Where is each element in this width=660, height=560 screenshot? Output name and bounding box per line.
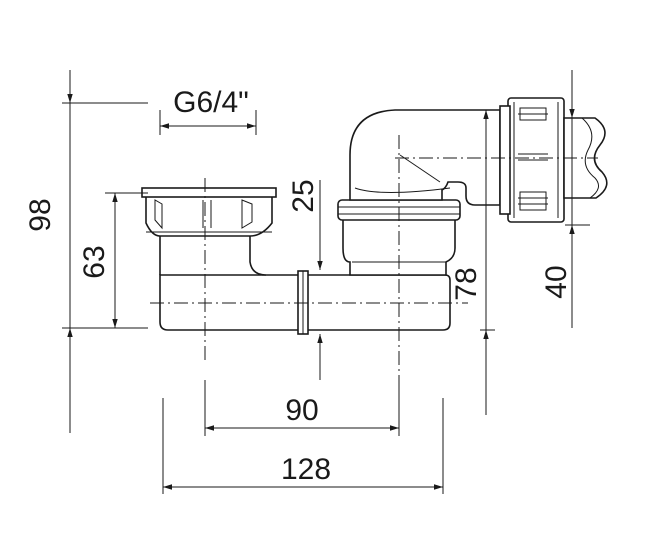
dim-elbow-offset: 25 xyxy=(287,179,323,380)
siphon-body xyxy=(141,97,608,335)
dim-label-128: 128 xyxy=(281,453,331,486)
dim-inlet-height: 63 xyxy=(78,192,148,328)
dim-inlet-spacing: 90 xyxy=(204,380,400,436)
seat-body xyxy=(342,220,456,276)
dim-overall-length: 128 xyxy=(162,398,444,494)
dim-outlet-center: 40 xyxy=(540,70,590,328)
thread-label: G6/4" xyxy=(173,86,249,119)
dim-outlet-height: 78 xyxy=(450,109,498,415)
dim-thread: G6/4" xyxy=(159,86,257,135)
dim-overall-height: 98 xyxy=(24,70,148,433)
dim-label-78: 78 xyxy=(450,267,483,300)
dim-label-98: 98 xyxy=(24,198,57,231)
center-lines xyxy=(150,135,598,380)
dim-label-63: 63 xyxy=(78,245,111,278)
dim-label-40: 40 xyxy=(540,265,573,298)
inlet-nut xyxy=(145,195,273,237)
dim-label-90: 90 xyxy=(285,394,318,427)
inlet-riser xyxy=(159,236,267,276)
dim-label-25: 25 xyxy=(287,179,320,212)
